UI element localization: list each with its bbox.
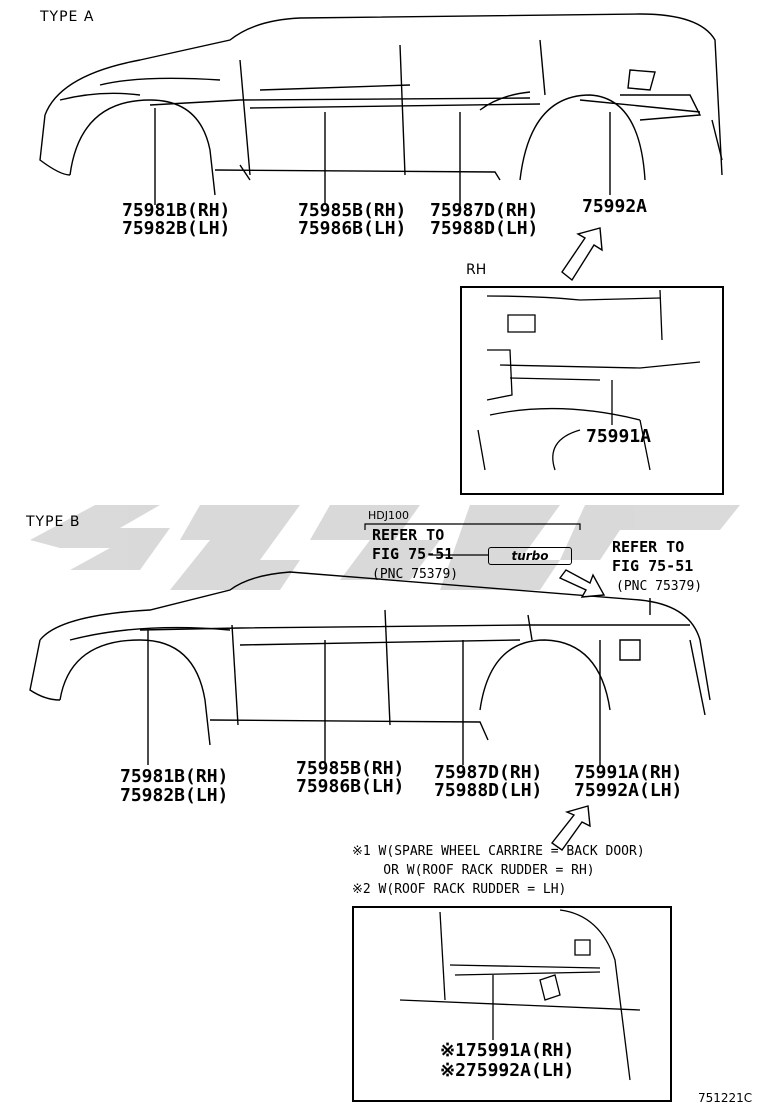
type-b-model-bracket [364,523,581,556]
type-b-ref2-line3: (PNC 75379) [616,579,703,594]
type-b-inset-part-2: ※275992A(LH) [440,1060,575,1081]
type-b-inset-box [352,906,672,1102]
type-b-note-2: OR W(ROOF RACK RUDDER = RH) [352,863,595,878]
turbo-badge: turbo [488,547,572,565]
type-a-inset-box [460,286,724,495]
figure-number: 751221C [698,1091,753,1105]
type-a-part-1-line2: 75982B(LH) [122,218,231,239]
type-a-inset-drawing [477,289,701,471]
type-b-arrow-right [558,569,606,598]
type-b-model-tag: HDJ100 [368,509,409,522]
type-a-car-drawing [39,13,723,205]
type-a-part-4-line1: 75992A [582,196,648,217]
type-b-part-3-line1: 75987D(RH) [434,762,543,783]
type-b-ref2-line2: FIG 75-51 [612,557,694,575]
type-b-note-3: ※2 W(ROOF RACK RUDDER = LH) [352,882,567,897]
type-b-inset-drawing [399,909,641,1081]
type-b-part-2-line1: 75985B(RH) [296,758,405,779]
type-b-inset-part-1: ※175991A(RH) [440,1040,575,1061]
type-b-ref1-line2: FIG 75-51 [372,545,454,563]
type-a-inset-part: 75991A [586,426,652,447]
type-b-part-4-line1: 75991A(RH) [574,762,683,783]
type-b-note-1: ※1 W(SPARE WHEEL CARRIRE = BACK DOOR) [352,844,645,859]
type-b-ref2-line1: REFER TO [612,538,685,556]
type-a-part-3-line2: 75988D(LH) [430,218,539,239]
type-a-part-2-line2: 75986B(LH) [298,218,407,239]
type-b-part-4-line2: 75992A(LH) [574,780,683,801]
type-a-part-1-line1: 75981B(RH) [122,200,231,221]
type-a-part-2-line1: 75985B(RH) [298,200,407,221]
type-a-part-3-line1: 75987D(RH) [430,200,539,221]
type-b-car-drawing [29,571,711,765]
type-b-part-2-line2: 75986B(LH) [296,776,405,797]
type-b-label: TYPE B [26,514,81,530]
type-b-part-1-line2: 75982B(LH) [120,785,229,806]
type-b-arrow-up [550,805,591,851]
type-b-part-3-line2: 75988D(LH) [434,780,543,801]
type-b-part-1-line1: 75981B(RH) [120,766,229,787]
type-a-arrow [561,227,603,282]
type-a-inset-label: RH [466,262,487,278]
watermark-logo [30,505,740,590]
type-b-ref1-line3: (PNC 75379) [372,567,459,582]
type-a-label: TYPE A [40,9,95,25]
type-b-ref1-line1: REFER TO [372,526,445,544]
